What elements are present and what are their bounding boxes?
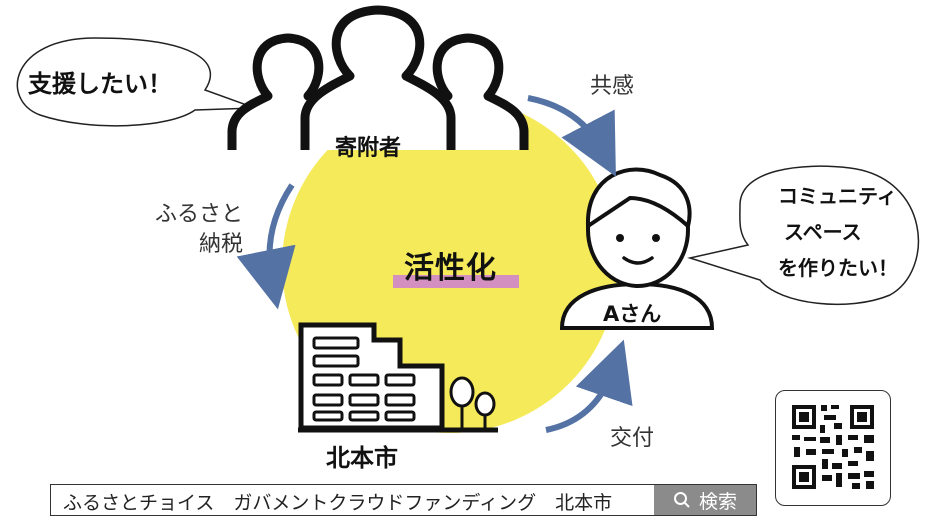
qr-code xyxy=(775,390,891,506)
flow-top-label: 共感 xyxy=(590,74,635,99)
search-button[interactable]: 検索 xyxy=(654,485,756,515)
search-bar[interactable]: ふるさとチョイス ガバメントクラウドファンディング 北本市 検索 xyxy=(50,484,757,516)
a-speech-line: を作りたい！ xyxy=(778,256,898,280)
donors-label: 寄附者 xyxy=(335,136,402,161)
flow-left-label: ふるさと 納税 xyxy=(155,200,243,260)
a-speech-line: スペース xyxy=(784,220,862,244)
city-hall-icon xyxy=(298,322,498,433)
center-highlight xyxy=(393,275,519,288)
donor-speech-bubble xyxy=(16,37,256,127)
center-label: 活性化 xyxy=(404,251,497,286)
qr-code-image xyxy=(792,405,874,489)
flow-left-line: ふるさと xyxy=(155,202,244,227)
arrow-donors-to-city xyxy=(236,183,296,310)
arrow-donors-to-a xyxy=(527,95,616,177)
search-input[interactable]: ふるさとチョイス ガバメントクラウドファンディング 北本市 xyxy=(63,492,613,514)
a-speech-bubble xyxy=(687,165,920,306)
search-icon xyxy=(673,492,690,508)
city-label: 北本市 xyxy=(326,444,398,472)
donors-icon xyxy=(227,5,529,150)
flow-left-line: 納税 xyxy=(199,232,244,257)
a-speech-text: コミュニティ スペース を作りたい！ xyxy=(778,178,898,286)
search-button-label: 検索 xyxy=(698,490,737,513)
donor-speech-text: 支援したい！ xyxy=(28,70,172,98)
flow-bottom-label: 交付 xyxy=(610,426,655,451)
a-speech-line: コミュニティ xyxy=(778,184,897,208)
arrow-city-to-a xyxy=(545,339,633,433)
person-a-label: Aさん xyxy=(603,302,662,326)
person-a-icon xyxy=(559,167,715,330)
